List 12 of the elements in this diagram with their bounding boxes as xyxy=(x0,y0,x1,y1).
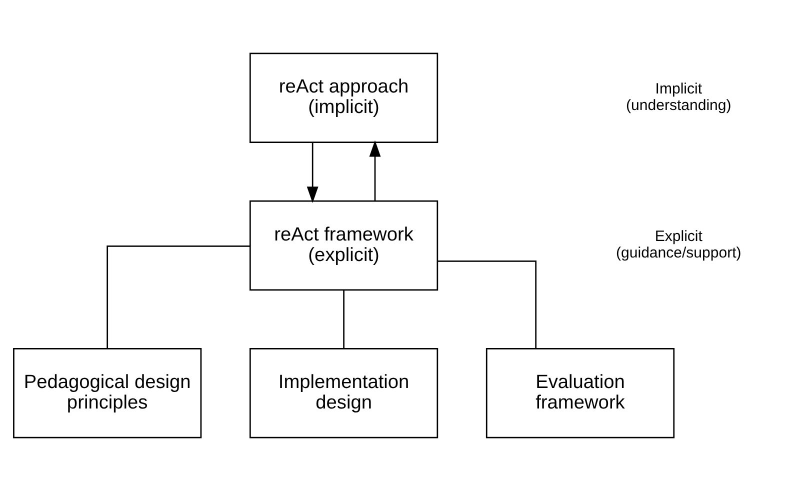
node-box: reAct framework (explicit) xyxy=(249,200,438,290)
node-box: Pedagogical design principles xyxy=(13,348,202,438)
label: Explicit (guidance/support) xyxy=(616,228,742,262)
connector xyxy=(438,260,537,348)
arrow xyxy=(369,140,381,200)
node-box: reAct approach (implicit) xyxy=(249,52,438,142)
connector xyxy=(343,290,344,348)
node-box: Evaluation framework xyxy=(486,348,675,438)
node-box: Implementation design xyxy=(249,348,438,438)
label: Implicit (understanding) xyxy=(626,80,732,114)
arrow xyxy=(306,142,318,203)
connector xyxy=(106,245,250,348)
